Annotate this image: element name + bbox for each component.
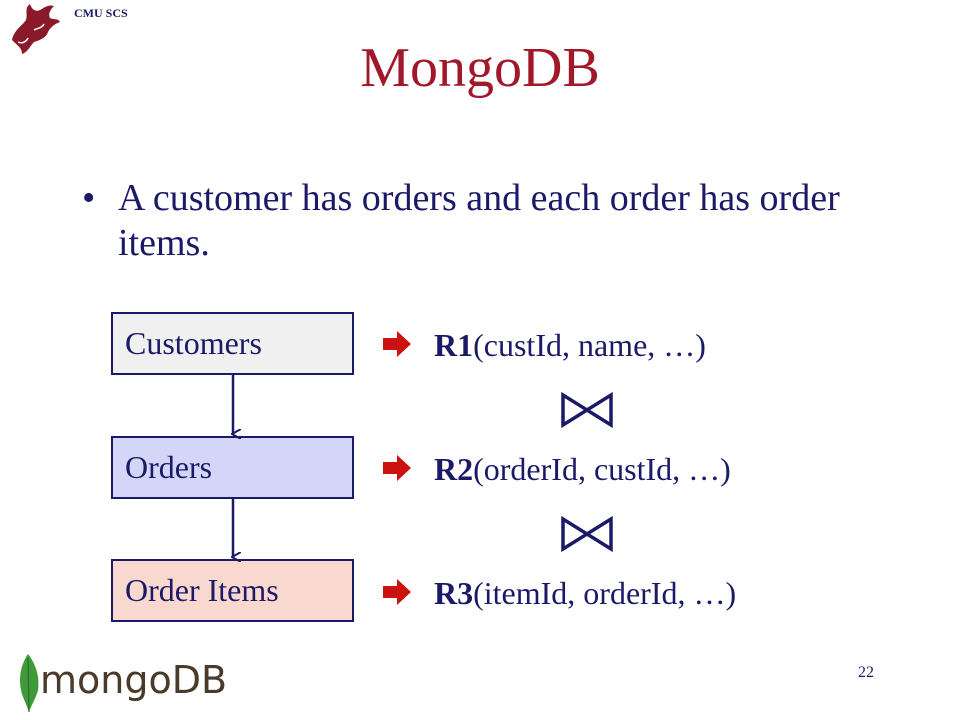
mongodb-leaf-icon <box>20 654 39 713</box>
relation-attrs: (orderId, custId, …) <box>473 451 731 487</box>
bullet-marker: • <box>82 177 96 219</box>
join-symbol-icon <box>561 515 613 553</box>
bullet-text: A customer has orders and each order has… <box>118 177 840 264</box>
relation-r1: R1(custId, name, …) <box>434 327 706 364</box>
relation-attrs: (itemId, orderId, …) <box>473 575 737 611</box>
relation-name: R2 <box>434 451 474 487</box>
relation-r3: R3(itemId, orderId, …) <box>434 575 736 612</box>
join-symbol-icon <box>561 391 613 429</box>
entity-orders: Orders <box>111 436 354 499</box>
relation-name: R3 <box>434 575 474 611</box>
slide-title: MongoDB <box>360 37 600 99</box>
page-number: 22 <box>858 664 874 681</box>
arrow-right-icon <box>383 579 411 605</box>
relation-name: R1 <box>434 327 474 363</box>
relation-r2: R2(orderId, custId, …) <box>434 451 731 488</box>
entity-customers: Customers <box>111 312 354 375</box>
arrow-right-icon <box>383 331 411 357</box>
relation-attrs: (custId, name, …) <box>473 327 706 363</box>
department-label: CMU SCS <box>74 6 128 20</box>
bullet-point: • A customer has orders and each order h… <box>82 176 862 266</box>
arrow-right-icon <box>383 455 411 481</box>
mongodb-wordmark: mongoDB <box>40 658 228 702</box>
cmu-dragon-icon <box>12 4 60 54</box>
entity-order-items: Order Items <box>111 559 354 622</box>
